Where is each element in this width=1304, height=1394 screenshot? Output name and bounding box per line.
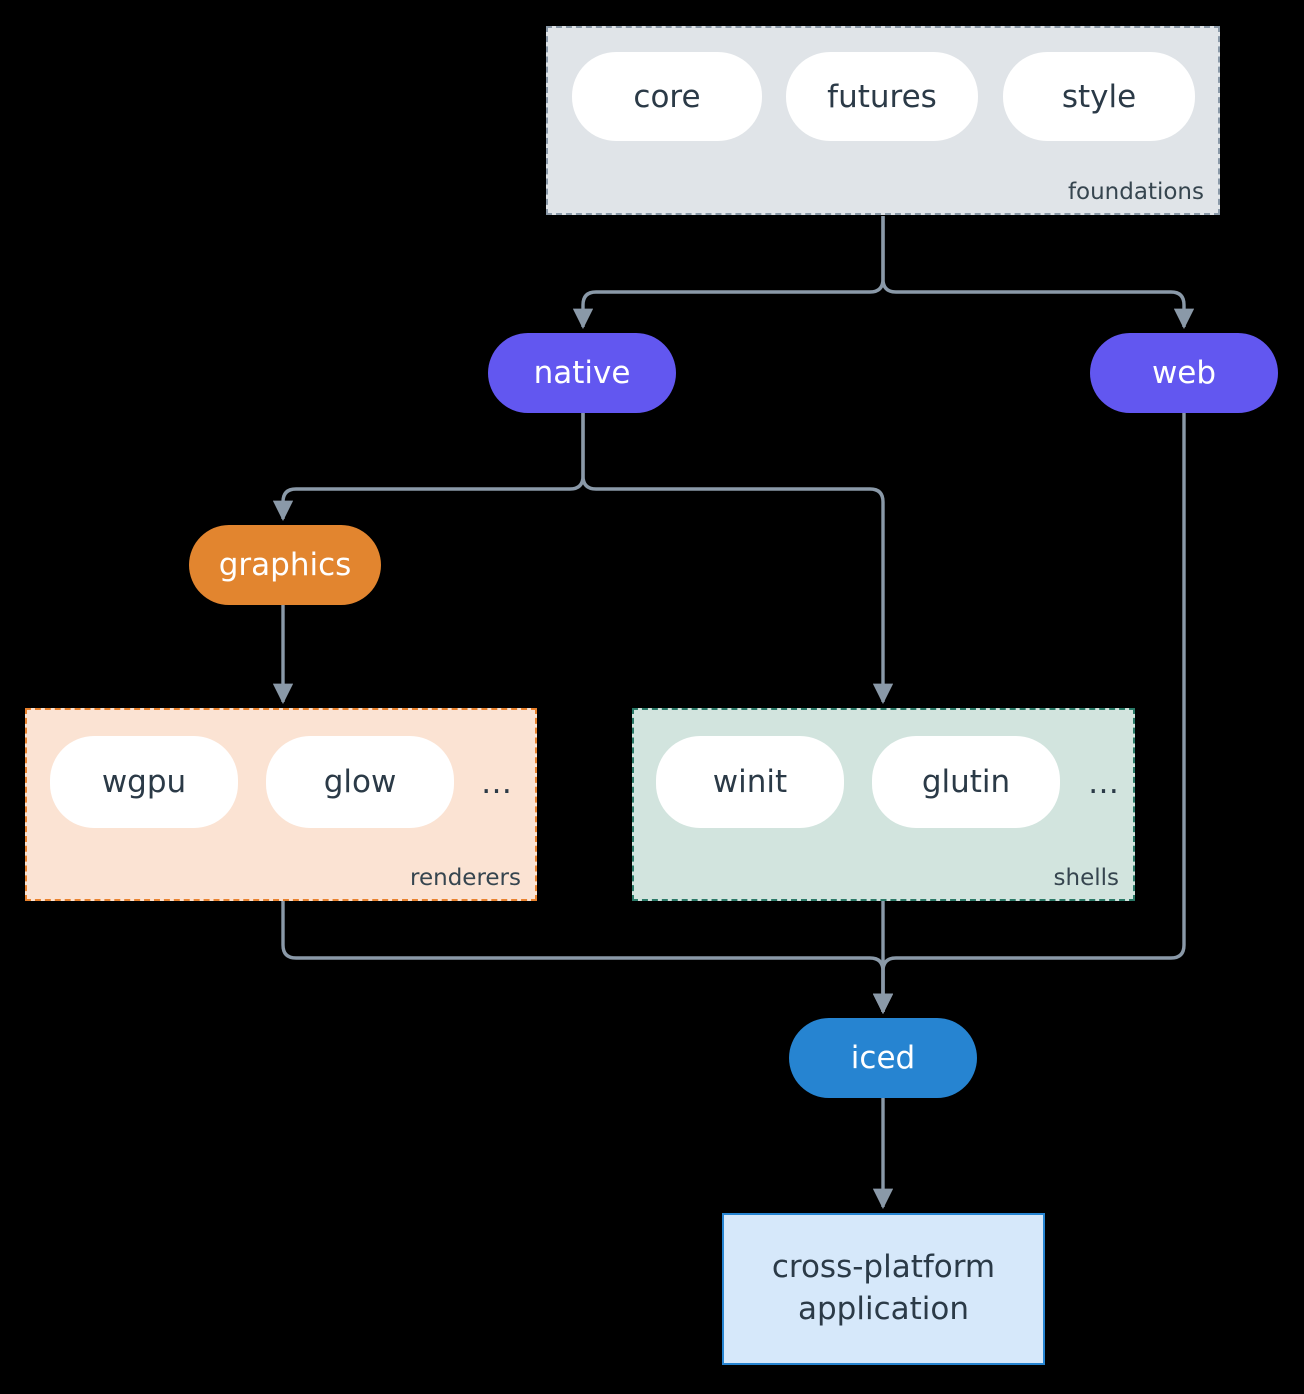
edge-foundations-web: [881, 216, 1195, 330]
node-web[interactable]: web: [1090, 333, 1278, 413]
edge-native-shells: [581, 413, 894, 705]
application-line-1: cross-platform: [771, 1249, 996, 1286]
shells-ellipsis: …: [1088, 765, 1120, 801]
node-core[interactable]: core: [572, 52, 762, 141]
cluster-shells-label: shells: [1053, 865, 1119, 891]
node-iced[interactable]: iced: [789, 1018, 977, 1098]
node-native[interactable]: native: [488, 333, 676, 413]
edge-foundations-native: [572, 216, 885, 330]
node-cross-platform-application[interactable]: cross-platform application: [722, 1213, 1045, 1365]
cluster-foundations-label: foundations: [1067, 179, 1204, 205]
node-wgpu[interactable]: wgpu: [50, 736, 238, 828]
node-winit[interactable]: winit: [656, 736, 844, 828]
application-line-2: application: [798, 1291, 969, 1327]
edge-native-graphics: [272, 413, 585, 522]
edge-renderers-iced: [281, 901, 894, 1015]
node-graphics[interactable]: graphics: [189, 525, 381, 605]
renderers-ellipsis: …: [481, 765, 513, 801]
cluster-renderers-label: renderers: [410, 865, 521, 891]
node-glutin[interactable]: glutin: [872, 736, 1060, 828]
node-style[interactable]: style: [1003, 52, 1195, 141]
node-glow[interactable]: glow: [266, 736, 454, 828]
node-futures[interactable]: futures: [786, 52, 978, 141]
